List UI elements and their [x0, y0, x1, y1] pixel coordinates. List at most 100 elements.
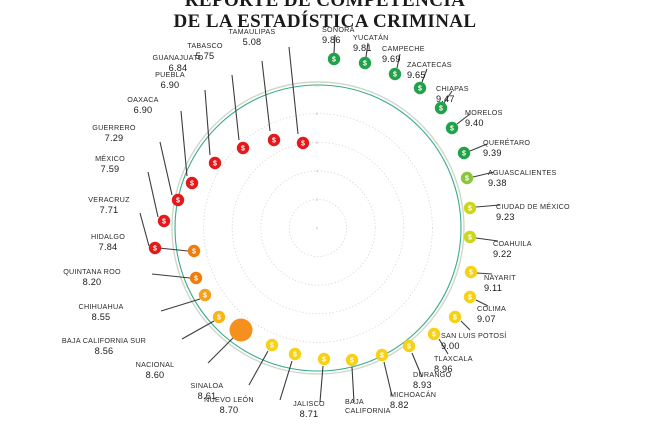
point-label-name: SINALOA: [190, 381, 224, 390]
data-point-dot[interactable]: $: [317, 352, 331, 366]
data-point-dot[interactable]: $: [208, 156, 222, 170]
point-label-value: 7.59: [100, 163, 120, 174]
point-label-value: 9.07: [477, 313, 496, 324]
data-point-dot[interactable]: $: [236, 141, 250, 155]
svg-text:$: $: [465, 176, 469, 183]
point-label-value: 9.47: [436, 93, 455, 104]
data-point-dot[interactable]: $: [296, 136, 310, 150]
svg-text:$: $: [192, 249, 196, 256]
point-label-name: HIDALGO: [90, 232, 126, 241]
svg-text:$: $: [272, 138, 276, 145]
point-label-name: CHIHUAHUA: [78, 302, 124, 311]
data-point-dot[interactable]: $: [463, 201, 477, 215]
svg-text:$: $: [468, 235, 472, 242]
data-point-dot[interactable]: $: [460, 171, 474, 185]
data-point-dot[interactable]: $: [189, 271, 203, 285]
data-point-dot[interactable]: $: [457, 146, 471, 160]
point-label-value: 5.08: [242, 36, 262, 47]
svg-text:$: $: [393, 72, 397, 79]
data-point-dot[interactable]: $: [448, 310, 462, 324]
data-point-dot[interactable]: $: [185, 176, 199, 190]
data-point-dot[interactable]: $: [198, 288, 212, 302]
data-points: $$$$$$$$$$$$$$$$$$$$$$$$$$$$$$$$: [148, 52, 478, 367]
data-point-dot[interactable]: $: [157, 214, 171, 228]
data-point-dot[interactable]: $: [375, 348, 389, 362]
data-point-dot[interactable]: $: [345, 353, 359, 367]
data-point-dot[interactable]: $: [445, 121, 459, 135]
data-point-dot[interactable]: $: [358, 56, 372, 70]
data-point-dot[interactable]: $: [463, 290, 477, 304]
svg-text:2: 2: [316, 197, 319, 202]
data-point-dot[interactable]: $: [187, 244, 201, 258]
data-point-dot[interactable]: $: [148, 241, 162, 255]
point-label-name: JALISCO: [293, 399, 325, 408]
svg-text:$: $: [469, 270, 473, 277]
svg-text:$: $: [162, 219, 166, 226]
svg-text:$: $: [293, 352, 297, 359]
point-label-name: NUEVO LEÓN: [204, 395, 254, 404]
point-label-name: CIUDAD DE MÉXICO: [496, 202, 570, 211]
point-label-value: 7.84: [98, 241, 118, 252]
data-point-dot[interactable]: $: [267, 133, 281, 147]
data-point-dot[interactable]: $: [288, 347, 302, 361]
point-label-value: 9.39: [483, 147, 502, 158]
point-label-value: 9.40: [465, 117, 484, 128]
point-label-name: VERACRUZ: [88, 195, 130, 204]
point-label-value: 8.82: [390, 399, 409, 410]
data-point-dot[interactable]: $: [413, 81, 427, 95]
svg-text:$: $: [380, 353, 384, 360]
data-point-dot[interactable]: $: [463, 230, 477, 244]
data-point-dot[interactable]: $: [265, 338, 279, 352]
svg-text:$: $: [301, 141, 305, 148]
point-label-name: AGUASCALIENTES: [488, 168, 557, 177]
svg-text:$: $: [153, 246, 157, 253]
point-label-name: DURANGO: [413, 370, 452, 379]
point-label-name: BAJA CALIFORNIA: [345, 397, 391, 415]
point-label-value: 6.90: [133, 104, 153, 115]
chart-title-line-2: DE LA ESTADÍSTICA CRIMINAL: [173, 11, 477, 32]
data-point-dot[interactable]: $: [388, 67, 402, 81]
point-label-name: OAXACA: [127, 95, 159, 104]
data-point-dot[interactable]: $: [464, 265, 478, 279]
point-label-value: 6.84: [168, 62, 188, 73]
point-label-name: MICHOACÁN: [390, 390, 437, 399]
data-point-dot[interactable]: $: [402, 339, 416, 353]
svg-text:$: $: [194, 276, 198, 283]
point-label-value: 8.20: [82, 276, 102, 287]
svg-text:0: 0: [316, 226, 319, 231]
svg-text:4: 4: [316, 168, 319, 173]
point-label-name: ZACATECAS: [407, 60, 452, 69]
data-point-dot[interactable]: [229, 318, 253, 342]
data-point-dot[interactable]: $: [171, 193, 185, 207]
data-point-dot[interactable]: $: [427, 327, 441, 341]
svg-text:$: $: [190, 181, 194, 188]
data-point-dot[interactable]: $: [212, 310, 226, 324]
data-point-dot[interactable]: $: [327, 52, 341, 66]
point-label-value: 9.69: [382, 53, 401, 64]
svg-text:$: $: [407, 344, 411, 351]
data-point-dot[interactable]: $: [434, 101, 448, 115]
point-label-value: 8.71: [299, 408, 319, 419]
svg-text:6: 6: [316, 140, 319, 145]
svg-text:$: $: [468, 206, 472, 213]
point-label-value: 8.60: [145, 369, 165, 380]
point-label-name: SAN LUIS POTOSÍ: [441, 331, 507, 340]
point-label-name: MÉXICO: [95, 154, 125, 163]
point-label-value: 8.56: [94, 345, 114, 356]
point-label-name: COAHUILA: [493, 239, 532, 248]
